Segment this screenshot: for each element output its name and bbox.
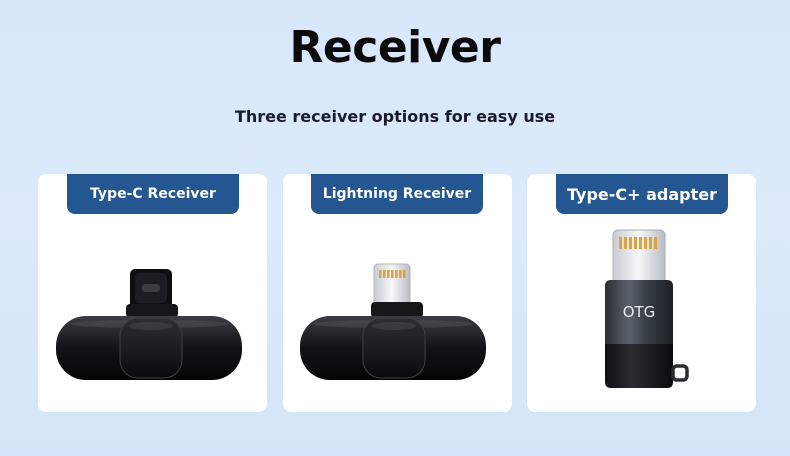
page-title: Receiver xyxy=(289,22,501,73)
card-label-tab: Type-C Receiver xyxy=(67,174,239,214)
card-label-tab: Type-C+ adapter xyxy=(556,174,728,214)
page-subtitle: Three receiver options for easy use xyxy=(234,107,556,126)
lightning-receiver-icon xyxy=(300,263,486,380)
usb-c-receiver-icon xyxy=(56,269,242,380)
card-label-tab: Lightning Receiver xyxy=(311,174,483,214)
card-lightning-receiver: Lightning Receiver xyxy=(283,174,512,412)
card-type-c-receiver: Type-C Receiver xyxy=(38,174,267,412)
otg-label: OTG xyxy=(623,303,656,321)
card-type-c-adapter: Type-C+ adapter xyxy=(527,174,756,412)
otg-adapter-icon: OTG xyxy=(605,229,689,388)
